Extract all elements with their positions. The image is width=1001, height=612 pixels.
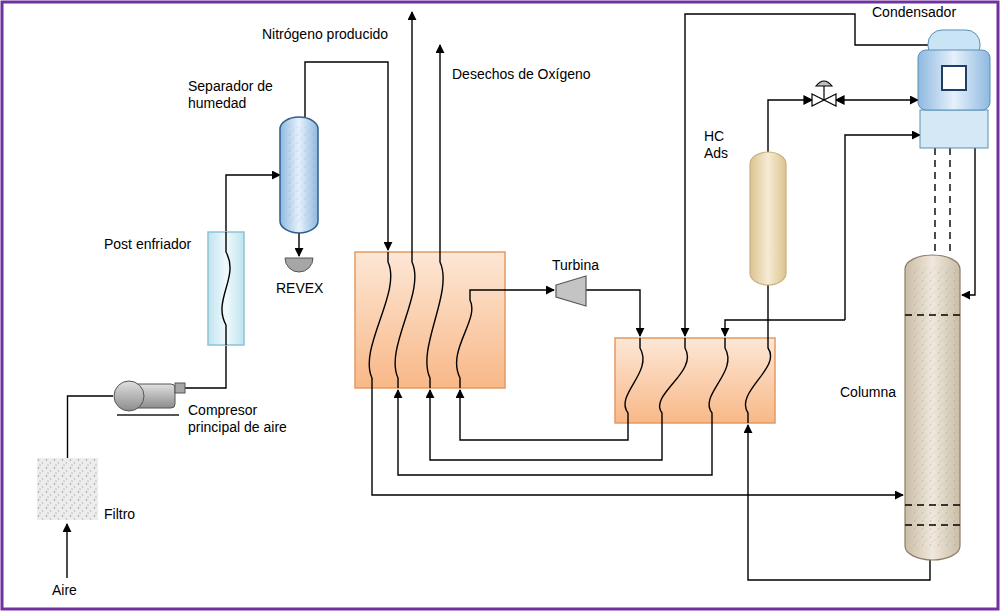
flow-line bbox=[68, 396, 114, 458]
hc-adsorber: HC Ads bbox=[750, 152, 786, 285]
exchanger-channel bbox=[709, 338, 728, 423]
column-body bbox=[905, 255, 960, 560]
exchanger-channel bbox=[457, 290, 554, 388]
node-label: HC Ads bbox=[704, 128, 740, 162]
condenser-body bbox=[918, 50, 990, 110]
node-text: Compresor principal de aire bbox=[188, 402, 288, 436]
flow-line bbox=[430, 390, 662, 460]
waste-label: Desechos de Oxígeno bbox=[452, 66, 591, 83]
flow-line bbox=[226, 175, 280, 232]
exchanger-channel bbox=[745, 285, 770, 423]
column-tray bbox=[905, 314, 960, 315]
heat-exchanger bbox=[355, 252, 505, 388]
filter-unit: Filtro bbox=[37, 458, 98, 520]
condenser: Condensador bbox=[918, 26, 990, 148]
flow-line bbox=[725, 320, 845, 336]
distillation-column: Columna bbox=[905, 255, 960, 560]
adsorber-body bbox=[750, 152, 786, 285]
exchanger-channel bbox=[427, 252, 443, 388]
shape-outline bbox=[285, 256, 313, 272]
condenser-lower bbox=[920, 110, 988, 148]
node-text: Turbina bbox=[552, 257, 599, 274]
node-text: Columna bbox=[840, 384, 896, 401]
column-tray bbox=[905, 504, 960, 505]
node-label: Condensador bbox=[872, 4, 956, 21]
product-label: Nitrógeno producido bbox=[262, 26, 388, 43]
node-label: Post enfriador bbox=[104, 236, 191, 253]
valve-stem bbox=[823, 86, 824, 100]
shape-outline bbox=[280, 117, 318, 233]
node-text: REVEX bbox=[276, 280, 323, 297]
node-label: Columna bbox=[840, 384, 896, 401]
flow-line bbox=[768, 100, 918, 152]
revex-symbol bbox=[285, 258, 313, 272]
column-tray bbox=[905, 524, 960, 525]
shape-outline bbox=[750, 152, 786, 285]
moisture-separator: Separador de humedad bbox=[280, 117, 318, 233]
flow-line bbox=[185, 345, 226, 388]
shape-outline bbox=[113, 376, 185, 416]
shape-outline bbox=[905, 255, 960, 560]
compressor-housing bbox=[114, 381, 144, 411]
condenser-core bbox=[942, 66, 966, 90]
turbine-symbol bbox=[556, 276, 586, 306]
shape-outline bbox=[37, 458, 98, 520]
node-label: Turbina bbox=[552, 257, 599, 274]
flow-line bbox=[586, 290, 640, 336]
aftercooler: Post enfriador bbox=[208, 232, 244, 345]
flow-line bbox=[460, 390, 628, 440]
node-text: Separador de humedad bbox=[188, 78, 282, 112]
cooler-coil bbox=[222, 232, 230, 345]
flow-line bbox=[934, 148, 935, 255]
exchanger-channel bbox=[660, 338, 688, 423]
compressor-outlet bbox=[175, 383, 185, 393]
node-text: HC Ads bbox=[704, 128, 740, 162]
vessel-texture bbox=[283, 127, 315, 223]
node-text: Post enfriador bbox=[104, 236, 191, 253]
flow-line bbox=[411, 12, 412, 252]
expansion-turbine: Turbina bbox=[556, 276, 586, 306]
node-label: Compresor principal de aire bbox=[188, 402, 288, 436]
compressor-base bbox=[117, 414, 179, 416]
node-label: Separador de humedad bbox=[188, 78, 282, 112]
valve-handle bbox=[816, 81, 832, 86]
heat-exchanger bbox=[615, 338, 775, 423]
node-label: Filtro bbox=[104, 506, 135, 523]
shape-outline bbox=[208, 232, 244, 345]
revex-valve: REVEX bbox=[285, 256, 313, 272]
cooler-body bbox=[208, 232, 244, 345]
exchanger-channel bbox=[369, 252, 391, 388]
flow-line bbox=[685, 14, 928, 336]
shape-outline bbox=[918, 26, 990, 148]
flow-line bbox=[66, 524, 67, 578]
air-compressor: Compresor principal de aire bbox=[113, 376, 185, 416]
vessel-body bbox=[280, 117, 318, 233]
filter-body bbox=[37, 458, 98, 520]
exchanger-channel bbox=[395, 252, 415, 388]
valve-arrow bbox=[804, 96, 812, 104]
filter-texture bbox=[37, 458, 98, 520]
column-texture bbox=[908, 267, 957, 548]
flow-line bbox=[372, 388, 903, 495]
flow-line bbox=[962, 148, 975, 295]
flow-line bbox=[398, 390, 712, 475]
dashed-link bbox=[949, 148, 950, 255]
node-label: REVEX bbox=[276, 280, 323, 297]
node-text: Filtro bbox=[104, 506, 135, 523]
node-text: Condensador bbox=[872, 4, 956, 21]
valve-arrow bbox=[836, 96, 844, 104]
exchanger-channel bbox=[625, 338, 643, 423]
flow-line bbox=[439, 45, 440, 252]
flow-line bbox=[298, 233, 299, 256]
inlet-label: Aire bbox=[52, 582, 77, 599]
flow-line bbox=[748, 425, 930, 580]
shape-outline bbox=[556, 276, 586, 306]
